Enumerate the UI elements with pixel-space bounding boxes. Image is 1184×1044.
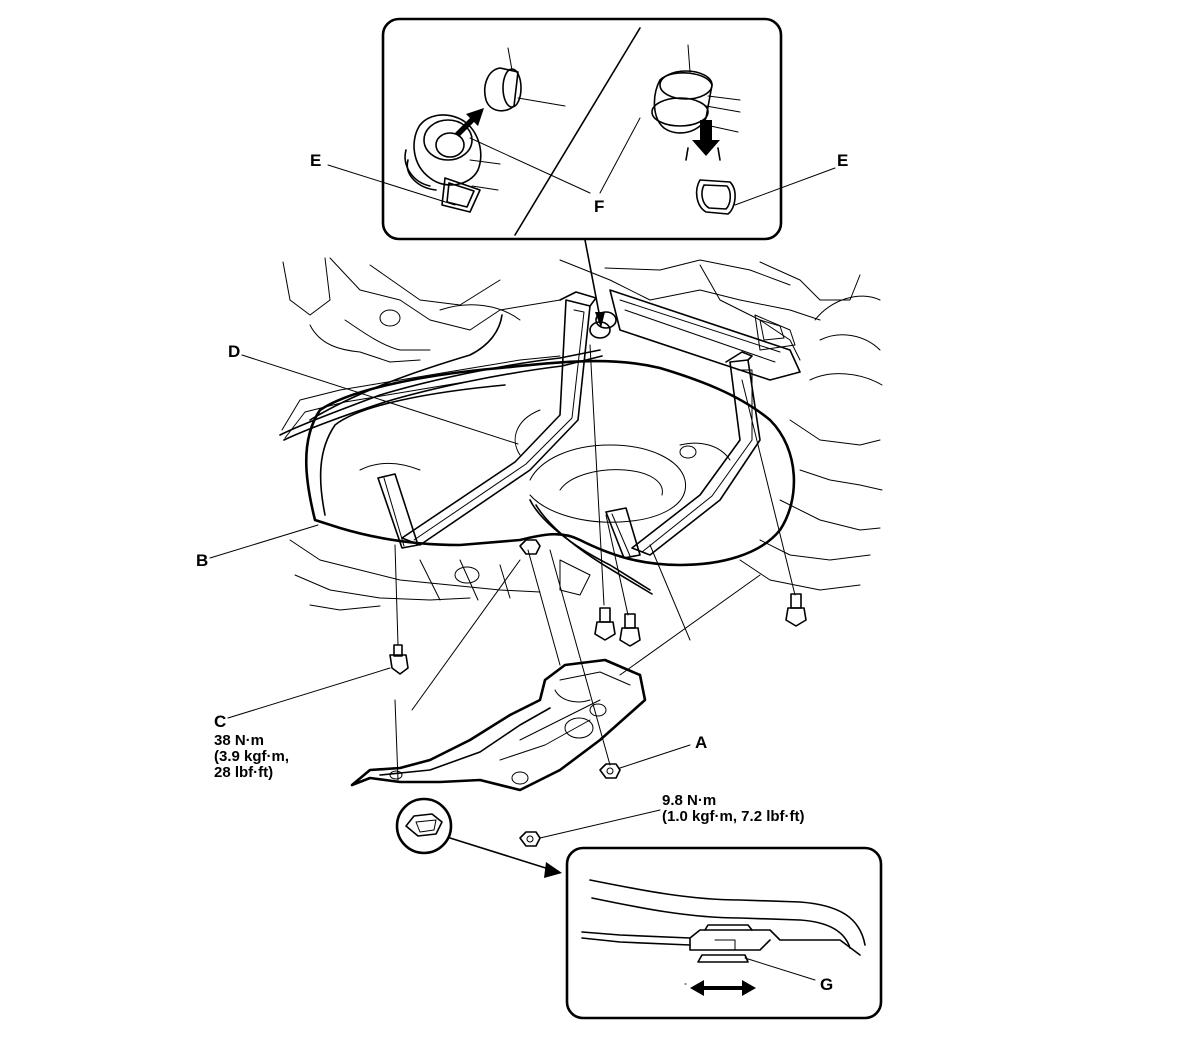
clip-callout-circle — [395, 797, 562, 878]
label-d: D — [228, 342, 240, 361]
label-b: B — [196, 551, 208, 570]
bolt-right — [785, 593, 807, 627]
label-g: G — [820, 975, 833, 994]
vehicle-underbody — [281, 257, 883, 611]
fuel-tank — [305, 359, 796, 567]
torque-c-line2: (3.9 kgf·m, — [214, 748, 289, 765]
connector-right-illustration — [651, 44, 741, 215]
nut-upper — [519, 539, 541, 555]
inset-pointer-arrow — [584, 239, 605, 328]
bolt-guide-lines — [394, 344, 796, 781]
label-e-right: E — [837, 151, 848, 170]
fuel-tank-protector — [350, 658, 647, 792]
nut-a — [599, 763, 621, 779]
leader-lines — [209, 354, 691, 839]
torque-c-line3: 28 lbf·ft) — [214, 764, 273, 781]
label-c: C — [214, 712, 226, 731]
clip-detail-inset: G — [565, 846, 883, 1020]
bolt-center-2 — [619, 613, 641, 647]
tank-strap-left — [401, 291, 597, 546]
torque-c-line1: 38 N·m — [214, 732, 264, 749]
label-f: F — [594, 197, 604, 216]
fuel-lines — [279, 304, 653, 595]
torque-a-line1: 9.8 N·m — [662, 792, 716, 809]
nut-lower — [519, 831, 541, 847]
tank-strap-right — [631, 351, 761, 556]
connector-left-illustration — [404, 47, 566, 213]
torque-a-line2: (1.0 kgf·m, 7.2 lbf·ft) — [662, 808, 805, 825]
bolt-center-1 — [594, 607, 616, 641]
strap-brackets — [377, 473, 641, 559]
label-a: A — [695, 733, 707, 752]
connector-detail-inset: E F E — [310, 17, 848, 241]
bolt-c — [389, 644, 409, 675]
label-e-left: E — [310, 151, 321, 170]
